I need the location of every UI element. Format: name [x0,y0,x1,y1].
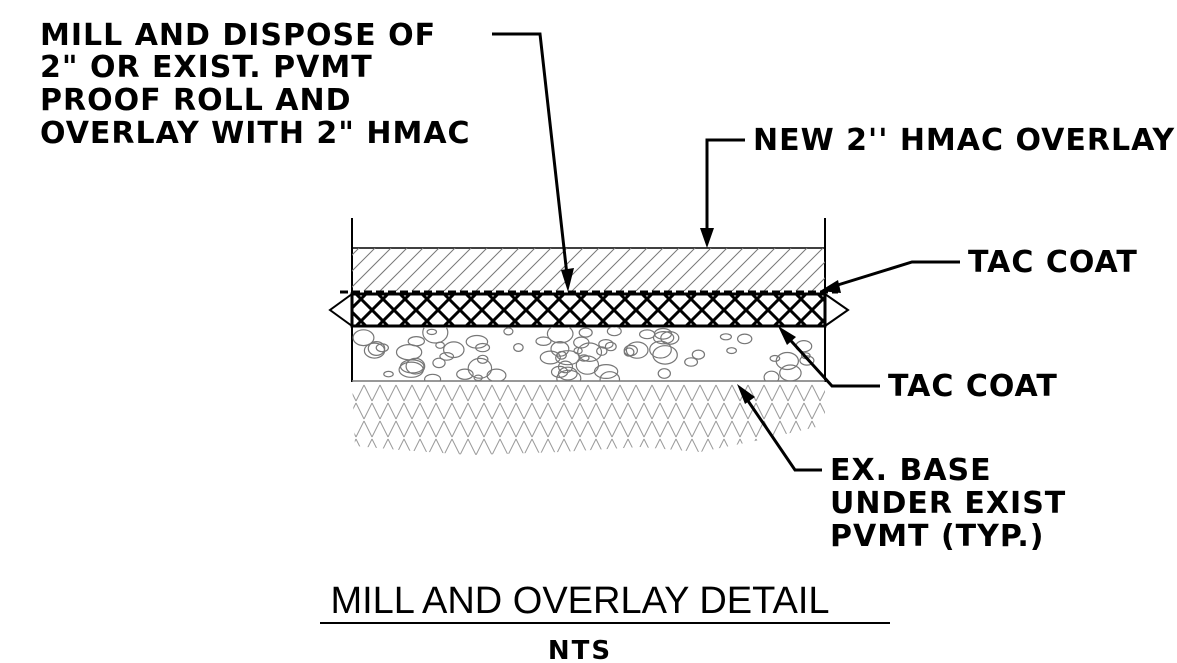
mill-line-2: 2" OR EXIST. PVMT [40,50,373,85]
base-line-1: EX. BASE [830,453,992,488]
tac-coat-top-arrowhead [820,280,841,293]
leader-lines [492,32,960,472]
detail-title: MILL AND OVERLAY DETAIL [330,580,829,622]
new-overlay-leader [705,138,745,240]
milled-layer-outline [350,292,827,328]
tac-coat-bottom-leader [781,330,880,388]
mill-line-4: OVERLAY WITH 2" HMAC [40,116,471,151]
callout-mill: MILL AND DISPOSE OF 2" OR EXIST. PVMT PR… [40,18,471,151]
new-overlay-label: NEW 2'' HMAC OVERLAY [753,123,1175,158]
mill-line-1: MILL AND DISPOSE OF [40,18,436,53]
left-taper-wedge [328,293,353,327]
milled-layer-crosshatch [352,294,825,326]
pavement-section [328,218,850,455]
subgrade-hatch [352,384,825,455]
tac-coat-bottom-arrowhead [778,326,796,345]
mill-leader-arrowhead [561,268,574,292]
base-leader [740,391,822,472]
tac-coat-top-label: TAC COAT [968,245,1138,280]
base-leader-arrowhead [737,384,755,404]
base-aggregate [352,327,815,381]
base-line-2: UNDER EXIST [830,486,1066,521]
new-overlay-arrowhead [700,228,714,248]
overlay-hatch [352,248,825,291]
mill-line-3: PROOF ROLL AND [40,83,352,118]
tac-coat-bottom-label: TAC COAT [888,369,1058,404]
callout-base: EX. BASE UNDER EXIST PVMT (TYP.) [830,453,1066,554]
tac-coat-top-leader [827,260,960,290]
scale-note: NTS [548,636,612,663]
mill-leader [492,32,570,285]
base-line-3: PVMT (TYP.) [830,519,1044,554]
right-taper-wedge [824,293,850,327]
